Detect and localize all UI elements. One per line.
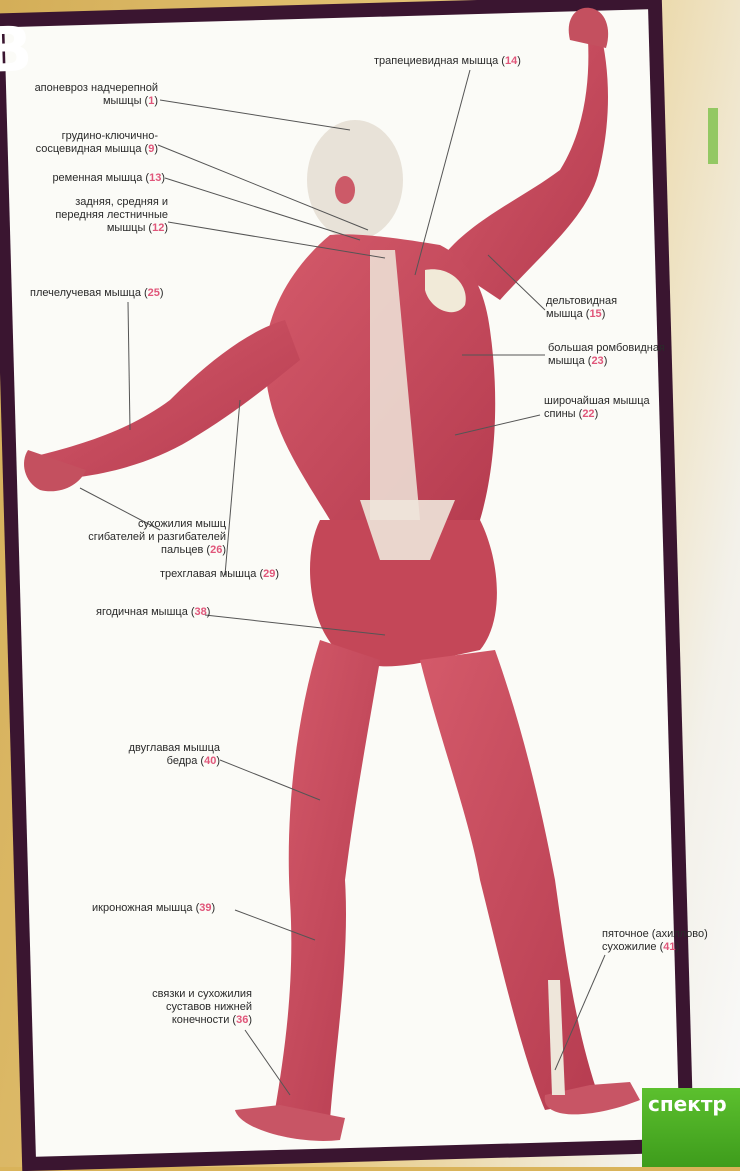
leader-line <box>225 400 240 575</box>
label-text: большая ромбовидная мышца ( <box>548 342 665 367</box>
label-number: 22 <box>582 408 594 420</box>
label-text: икроножная мышца ( <box>92 902 199 914</box>
label-rhomboid: большая ромбовидная мышца (23) <box>548 342 665 368</box>
label-text: сухожилия мышц сгибателей и разгибателей… <box>88 518 226 556</box>
label-trapezius: трапециевидная мышца (14) <box>374 55 521 68</box>
label-sternocleidomastoid: грудино-ключично- сосцевидная мышца (9) <box>10 130 158 156</box>
label-text: плечелучевая мышца ( <box>30 287 148 299</box>
head <box>307 120 403 240</box>
label-text: пяточное (ахиллово) сухожилие ( <box>602 928 708 953</box>
label-number: 14 <box>505 55 517 67</box>
label-gastrocnemius: икроножная мышца (39) <box>92 902 215 915</box>
label-triceps: трехглавая мышца (29) <box>160 568 279 581</box>
outstretched-arm <box>36 320 300 480</box>
publisher-logo: спектр <box>642 1088 740 1167</box>
label-text: трапециевидная мышца ( <box>374 55 505 67</box>
label-number: 23 <box>591 355 603 367</box>
label-text: дельтовидная мышца ( <box>546 295 617 320</box>
label-deltoid: дельтовидная мышца (15) <box>546 295 617 321</box>
label-number: 12 <box>152 222 164 234</box>
label-finger-tendons: сухожилия мышц сгибателей и разгибателей… <box>60 518 226 557</box>
label-text: ременная мышца ( <box>52 172 149 184</box>
ear <box>335 176 355 204</box>
label-biceps-femoris: двуглавая мышца бедра (40) <box>100 742 220 768</box>
label-aponeurosis: апоневроз надчерепной мышцы (1) <box>18 82 158 108</box>
left-leg <box>275 640 380 1120</box>
leader-line <box>160 100 350 130</box>
label-number: 38 <box>195 606 207 618</box>
leader-line <box>128 302 130 430</box>
label-leg-ligaments: связки и сухожилия суставов нижней конеч… <box>130 988 252 1027</box>
label-achilles: пяточное (ахиллово) сухожилие (41) <box>602 928 708 954</box>
raised-hand <box>569 8 608 48</box>
label-number: 29 <box>263 568 275 580</box>
label-splenius: ременная мышца (13) <box>10 172 165 185</box>
right-leg <box>420 650 600 1110</box>
label-scalene: задняя, средняя и передняя лестничные мы… <box>40 196 168 235</box>
label-text: широчайшая мышца спины ( <box>544 395 650 420</box>
label-number: 41 <box>663 941 675 953</box>
label-number: 26 <box>210 544 222 556</box>
raised-arm <box>440 30 608 300</box>
publisher-logo-text: спектр <box>648 1092 727 1116</box>
label-latissimus: широчайшая мышца спины (22) <box>544 395 650 421</box>
label-number: 39 <box>199 902 211 914</box>
label-number: 40 <box>204 755 216 767</box>
label-brachioradialis: плечелучевая мышца (25) <box>30 287 164 300</box>
label-number: 9 <box>148 143 154 155</box>
label-number: 13 <box>149 172 161 184</box>
label-gluteus: ягодичная мышца (38) <box>96 606 210 619</box>
label-text: апоневроз надчерепной мышцы ( <box>35 82 158 107</box>
label-text: трехглавая мышца ( <box>160 568 263 580</box>
label-number: 36 <box>236 1014 248 1026</box>
label-text: ягодичная мышца ( <box>96 606 195 618</box>
label-number: 1 <box>148 95 154 107</box>
label-number: 15 <box>589 308 601 320</box>
label-text: грудино-ключично- сосцевидная мышца ( <box>36 130 158 155</box>
label-number: 25 <box>148 287 160 299</box>
